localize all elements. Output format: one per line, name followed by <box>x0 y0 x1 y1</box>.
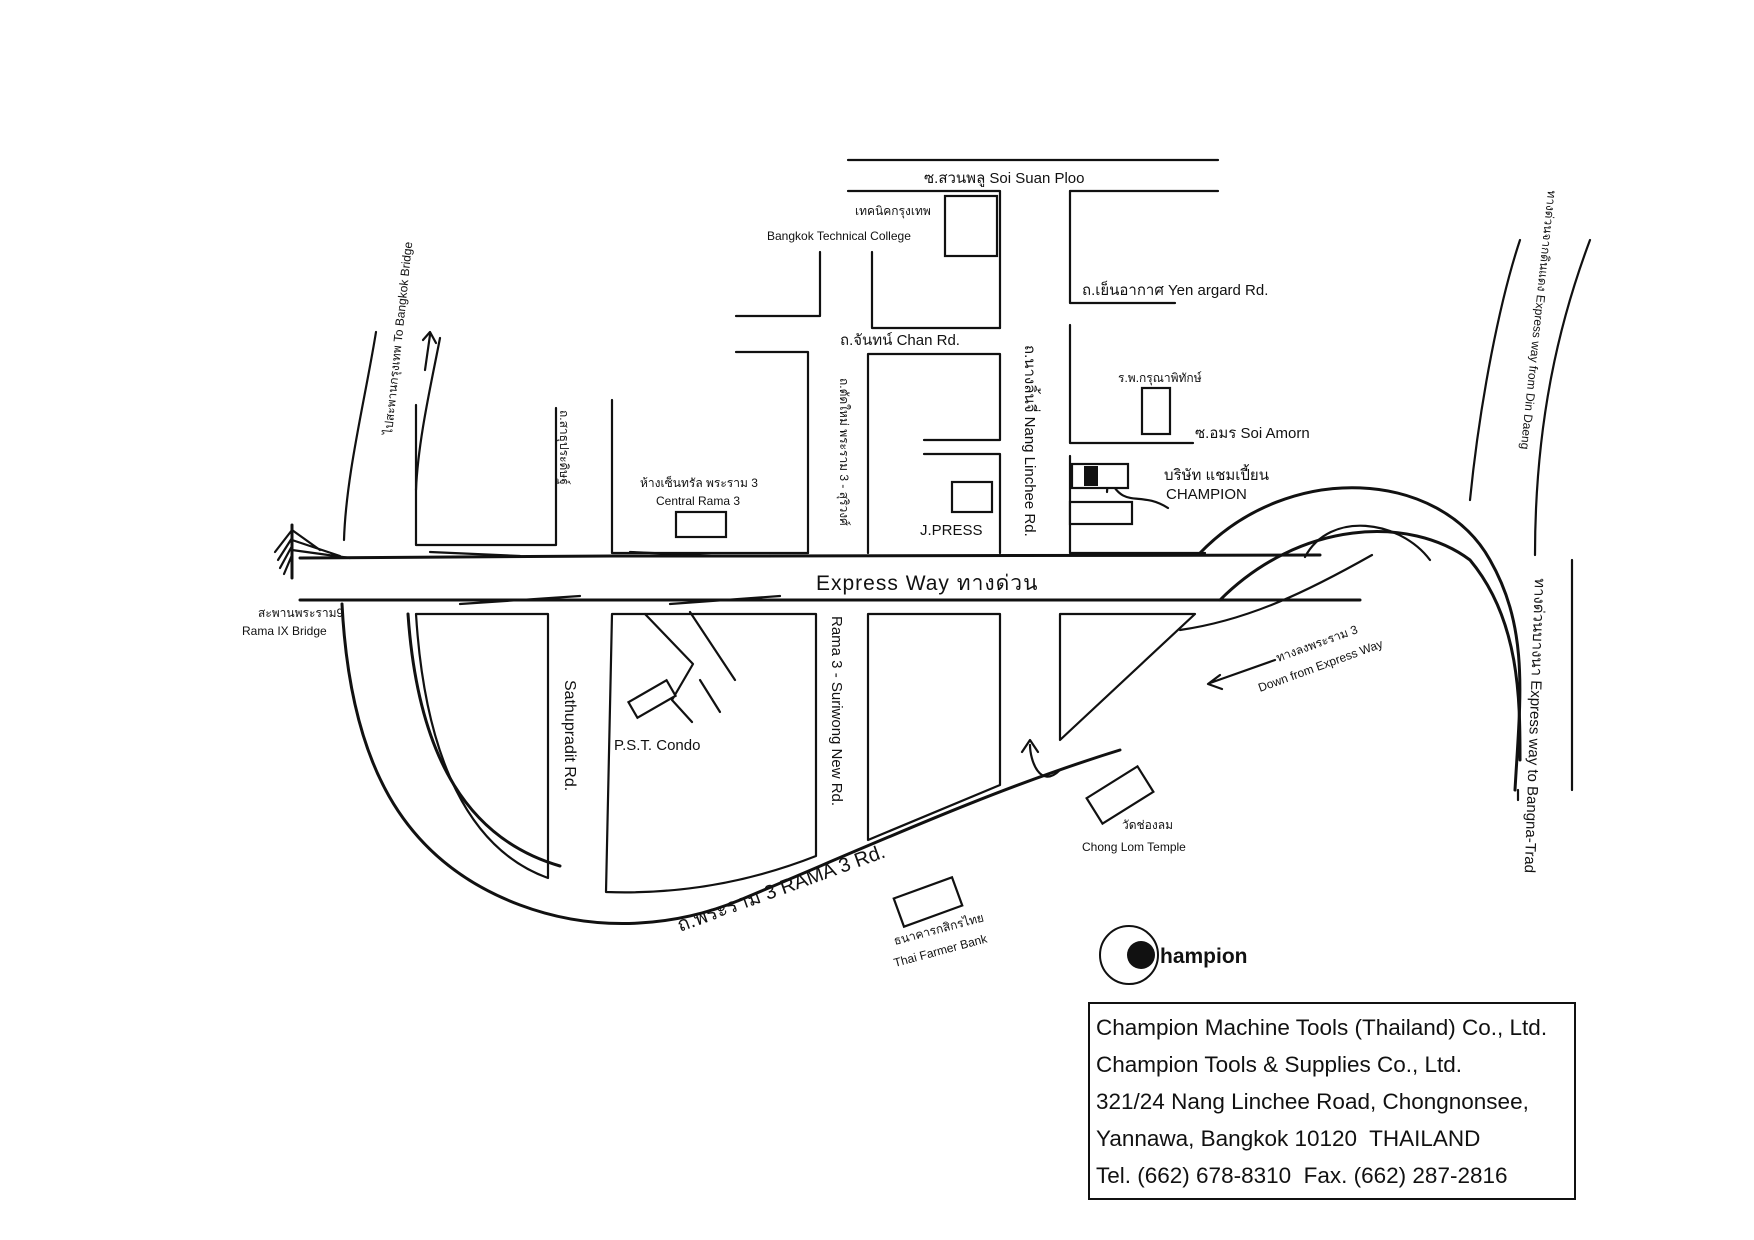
champion-thai-label: บริษัท แชมเปี้ยน <box>1164 464 1269 484</box>
expressway-ramp-2 <box>628 550 722 558</box>
jpress-label: J.PRESS <box>920 522 983 539</box>
sathupradit-south-block <box>414 612 550 880</box>
expressway-ramp-4 <box>668 594 782 606</box>
map-labels: ซ.สวนพลู Soi Suan Ploo เทคนิคกรุงเทพ Ban… <box>242 170 1559 970</box>
chan-rd-label: ถ.จันทน์ Chan Rd. <box>840 332 960 349</box>
rama9-bridge-cables <box>273 528 352 576</box>
champion-office-marker <box>1084 466 1098 486</box>
logo-inner-dot <box>1127 941 1155 969</box>
logo-outer-ring <box>1099 925 1159 985</box>
yen-argard-rd-label: ถ.เย็นอากาศ Yen argard Rd. <box>1082 280 1268 299</box>
u-turn-arrow <box>1020 738 1062 778</box>
chan-rd-lower-left <box>734 350 810 555</box>
thai-farmer-bank-building <box>892 875 964 929</box>
rama3-rd-outer <box>340 602 1122 925</box>
contact-numbers: Tel. (662) 678-8310 Fax. (662) 287-2816 <box>1096 1163 1508 1188</box>
chonglom-block <box>1058 612 1197 742</box>
tech-college-label: Bangkok Technical College <box>767 229 911 243</box>
company-name-1: Champion Machine Tools (Thailand) Co., L… <box>1096 1015 1548 1040</box>
city-address: Yannawa, Bangkok 10120 THAILAND <box>1096 1126 1481 1151</box>
expressway-ramp-1 <box>428 550 522 558</box>
central-rama3-thai-label: ห้างเซ็นทรัล พระราม 3 <box>640 475 758 490</box>
yen-argard-block <box>1068 189 1177 305</box>
champion-annex-building <box>1068 500 1134 526</box>
down-express-ramp <box>1178 553 1374 632</box>
hospital-label: ร.พ.กรุณาพิทักษ์ <box>1118 371 1202 386</box>
expressway-north-edge <box>298 553 1322 560</box>
nang-linchee-rd-label: ถ.นางลิ้นจี่ Nang Linchee Rd. <box>1021 345 1041 537</box>
street-address: 321/24 Nang Linchee Road, Chongnonsee, <box>1096 1089 1529 1114</box>
pst-condo-label: P.S.T. Condo <box>614 737 700 754</box>
pst-condo-diagonal-road-1 <box>643 612 695 724</box>
to-bangkok-bridge-road-right <box>414 336 442 492</box>
tech-college-block-mid <box>870 250 1002 330</box>
down-express-arrow <box>1206 658 1277 691</box>
din-daeng-expressway-left <box>1468 238 1522 502</box>
sathupradit-thai-label: ถ.สาธุประดิษฐ์ <box>556 410 571 485</box>
rama3-suriwong-new-rd-label: Rama 3 - Suriwong New Rd. <box>828 616 845 806</box>
rama3-suriwong-block <box>866 612 1002 842</box>
rama3-rd-label: ถ.พระราม 3 RAMA 3 Rd. <box>674 841 888 937</box>
express-to-bangna-label: ทางด่วนบางนา Express way to Bangna-Trad <box>1521 578 1548 873</box>
soi-suan-ploo-bottom-left <box>846 189 1002 330</box>
chan-rd-lower-mid <box>866 352 1002 555</box>
soi-amorn-block <box>1068 323 1195 445</box>
loop-inner <box>1218 530 1522 762</box>
rama9-bridge-label: Rama IX Bridge <box>242 624 327 638</box>
central-rama3-label: Central Rama 3 <box>656 494 740 508</box>
rama9-bridge-pylon <box>273 523 352 580</box>
pst-condo-block <box>604 612 818 894</box>
tech-college-thai-label: เทคนิคกรุงเทพ <box>855 204 931 219</box>
din-daeng-expressway-right <box>1533 238 1592 557</box>
tech-college-block-left <box>734 250 822 318</box>
rama3-rd-inner <box>406 612 562 868</box>
jpress-block <box>922 452 1002 555</box>
sathupradit-north-block <box>414 403 558 547</box>
to-bangkok-bridge-road-left <box>342 330 378 542</box>
company-name-2: Champion Tools & Supplies Co., Ltd. <box>1096 1052 1463 1077</box>
chong-lom-temple-building <box>1085 764 1155 826</box>
buildings <box>626 194 1172 929</box>
pst-condo-building <box>626 678 678 720</box>
sathupradit-rd-label: Sathupradit Rd. <box>561 680 578 791</box>
logo-wordmark: hampion <box>1160 945 1248 968</box>
chong-lom-thai-label: วัดช่องลม <box>1122 818 1173 832</box>
chong-lom-temple-label: Chong Lom Temple <box>1082 840 1186 854</box>
rama3-suriwong-thai-label: ถ.ตัดใหม่ พระราม 3 - สุริวงศ์ <box>836 378 851 526</box>
pst-condo-diagonal-road-3 <box>698 678 722 714</box>
champion-block <box>1068 454 1207 555</box>
jpress-building <box>950 480 994 514</box>
soi-amorn-label: ซ.อมร Soi Amorn <box>1195 425 1310 442</box>
expressway-label: Express Way ทางด่วน <box>816 572 1038 595</box>
central-block <box>610 398 810 555</box>
expressway-ramp-3 <box>458 594 582 606</box>
to-bangkok-bridge-arrow <box>421 330 438 372</box>
express-from-din-daeng-label: ทางด่วนจากดินแดง Express way from Din Da… <box>1518 190 1559 450</box>
loop-ramp-mid <box>1303 524 1432 562</box>
bangkok-technical-college-building <box>943 194 999 258</box>
central-rama3-building <box>674 510 728 539</box>
address-box: Champion Machine Tools (Thailand) Co., L… <box>1088 1002 1576 1200</box>
soi-suan-ploo-label: ซ.สวนพลู Soi Suan Ploo <box>924 170 1085 187</box>
champion-office-building <box>1070 462 1130 490</box>
champion-label: CHAMPION <box>1166 486 1247 503</box>
hospital-building <box>1140 386 1172 436</box>
rama9-bridge-thai-label: สะพานพระราม9 <box>258 606 344 620</box>
roads <box>298 158 1592 925</box>
champion-logo: hampion <box>1099 925 1248 985</box>
pst-condo-diagonal-road-2 <box>688 610 737 682</box>
to-bangkok-bridge-label: ไปสะพานกรุงเทพ To Bangkok Bridge <box>381 241 416 437</box>
